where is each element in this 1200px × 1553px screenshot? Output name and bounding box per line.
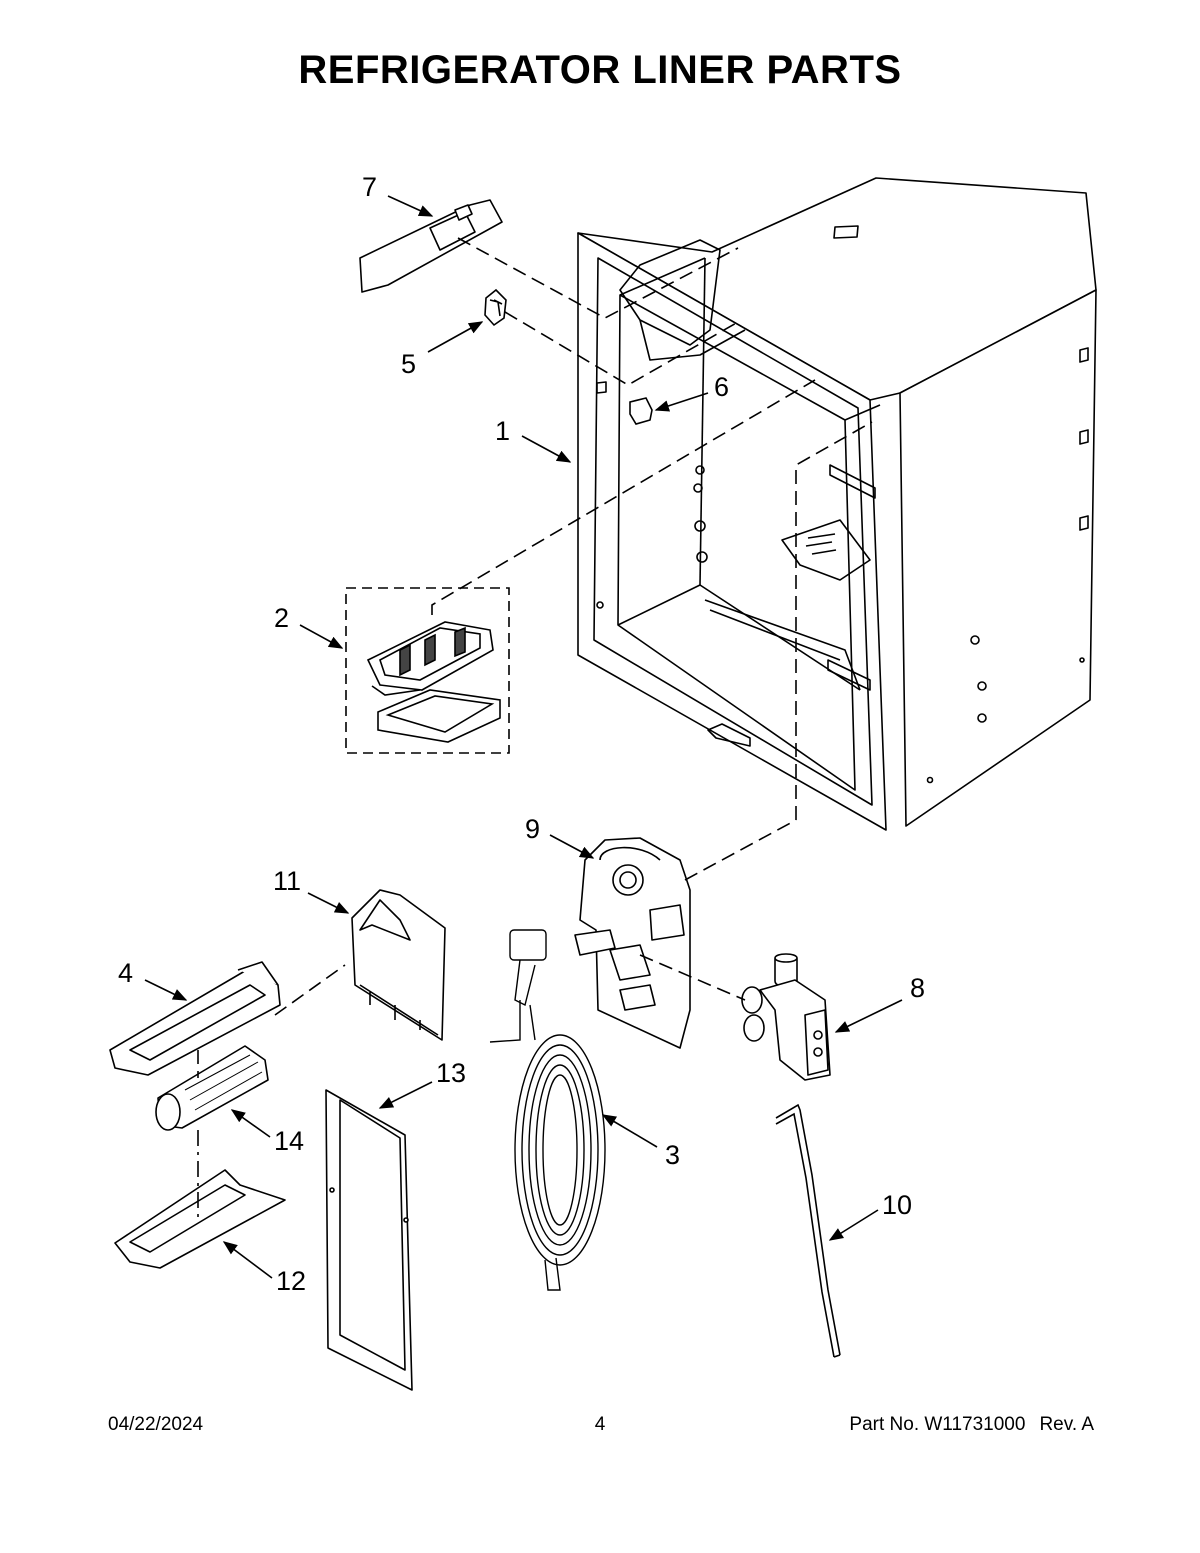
footer-revision: Rev. A (1039, 1414, 1094, 1435)
footer-part-info: Part No. W11731000 Rev. A (849, 1414, 1094, 1436)
part-5-knob (484, 288, 507, 327)
part-3-harness (489, 929, 606, 1291)
page-title: REFRIGERATOR LINER PARTS (298, 48, 902, 92)
callout-8: 8 (910, 973, 925, 1003)
callout-6: 6 (714, 372, 729, 402)
part-14-filter (155, 1045, 269, 1131)
callout-5: 5 (401, 349, 416, 379)
callout-14: 14 (274, 1126, 304, 1156)
part-7-cover (359, 199, 503, 293)
footer-page-number: 4 (594, 1414, 606, 1435)
callout-arrows (144, 195, 903, 1279)
liner-part-1 (577, 177, 1097, 831)
part-8-valve (741, 953, 831, 1081)
part-13-panel (325, 1089, 413, 1391)
callout-13: 13 (436, 1058, 466, 1088)
part-9-bracket (574, 837, 691, 1049)
assembly-dash-lines (197, 237, 873, 1218)
footer-part-number: Part No. W11731000 (849, 1414, 1026, 1435)
part-11-housing (351, 889, 446, 1041)
callout-4: 4 (118, 958, 133, 988)
callout-1: 1 (495, 416, 510, 446)
callout-2: 2 (274, 603, 289, 633)
part-6-clip (629, 397, 653, 425)
callout-7: 7 (362, 172, 377, 202)
footer-date: 04/22/2024 (108, 1414, 204, 1435)
part-12-filter-door (114, 1169, 286, 1269)
part-4-filter-housing (109, 961, 281, 1076)
callout-10: 10 (882, 1190, 912, 1220)
callout-9: 9 (525, 814, 540, 844)
callout-3: 3 (665, 1140, 680, 1170)
callout-12: 12 (276, 1266, 306, 1296)
part-10-tube (775, 1103, 841, 1358)
callout-11: 11 (273, 866, 301, 896)
part-2-assembly (345, 587, 510, 754)
